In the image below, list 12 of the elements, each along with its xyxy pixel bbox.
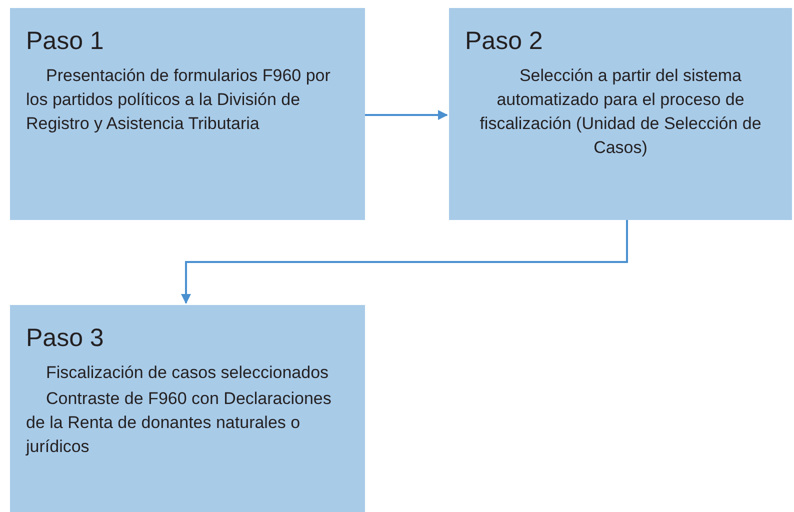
arrow [181, 220, 628, 304]
step-description: Contraste de F960 con Declaraciones de la Renta de donantes naturales o jurídicos [26, 388, 332, 458]
step-box [10, 305, 365, 512]
step-description: Fiscalización de casos seleccionados [45, 362, 330, 384]
step-description: Presentación de formularios F960 por los partidos políticos a la División de Registro y Asistencia Tributaria [26, 65, 332, 135]
step-heading: Paso 2 [465, 26, 544, 56]
step-heading: Paso 1 [26, 26, 105, 56]
step-box [10, 8, 365, 220]
step-description: Selección a partir del sistema automatizado para el proceso de fiscalización (Unidad de Selección de Casos) [478, 65, 762, 159]
step-heading: Paso 3 [26, 323, 105, 353]
arrow [365, 110, 448, 120]
step-box [449, 8, 792, 220]
